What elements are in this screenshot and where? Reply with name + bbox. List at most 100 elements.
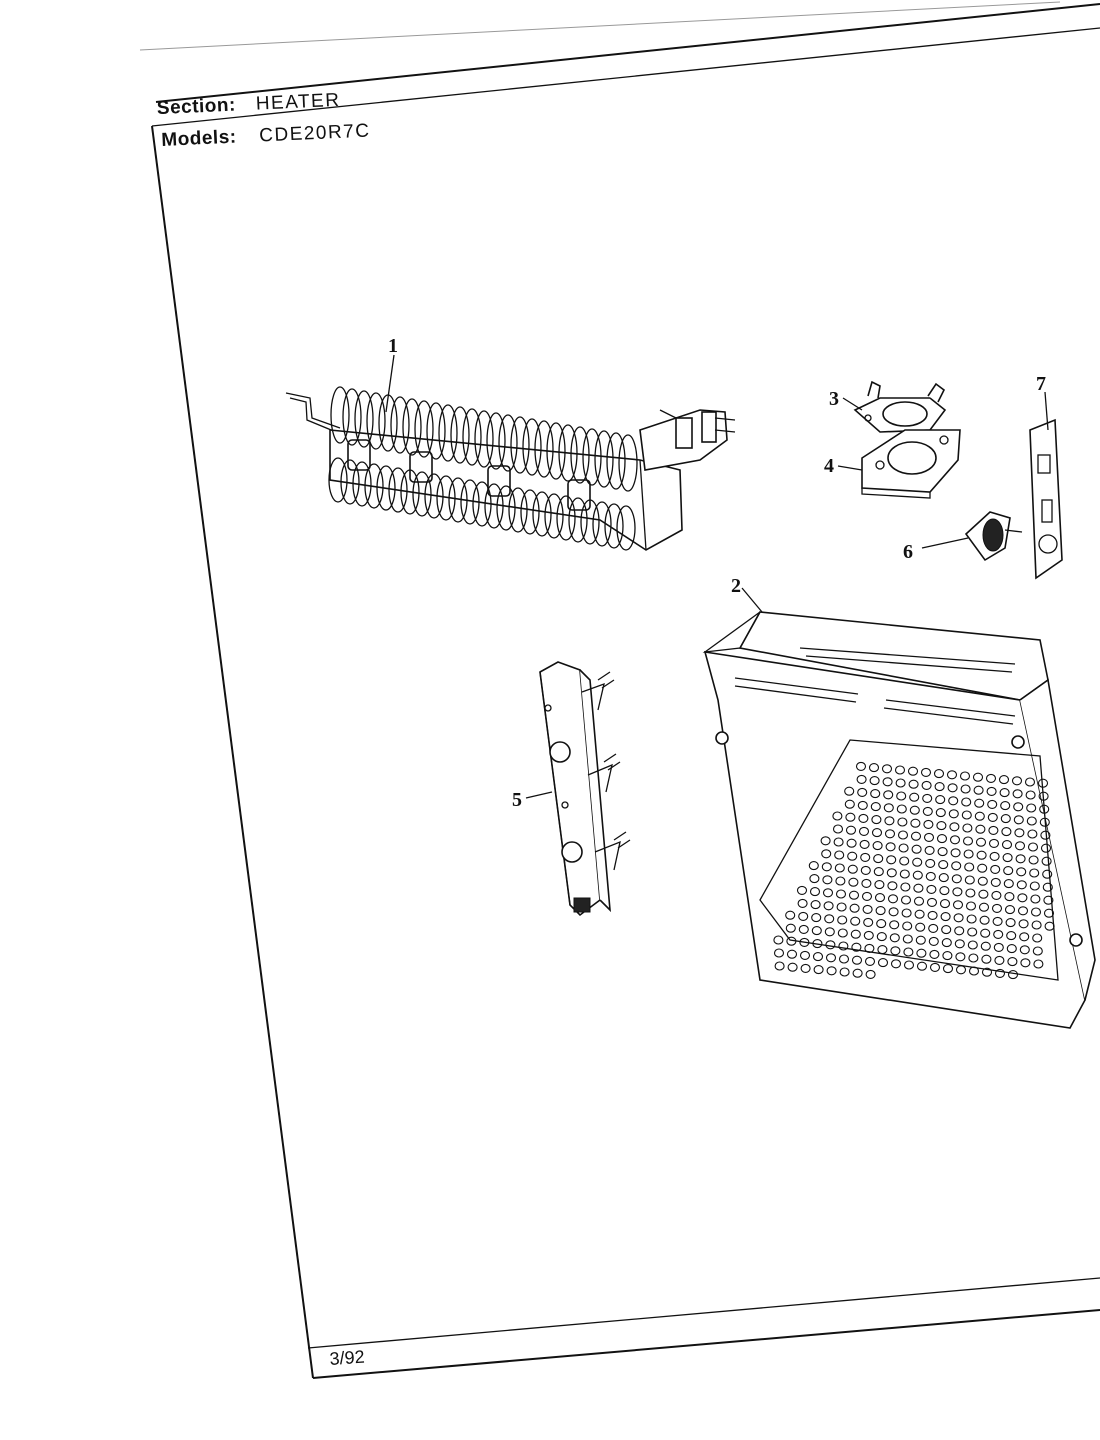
grille-hole <box>897 817 908 827</box>
grille-hole <box>1002 853 1013 863</box>
grille-hole <box>1026 803 1037 813</box>
grille-hole <box>963 849 974 859</box>
grille-hole <box>785 923 796 933</box>
grille-hole <box>976 850 987 860</box>
grille-hole <box>884 829 896 839</box>
grille-hole <box>923 832 935 842</box>
grille-hole <box>939 899 951 909</box>
grille-hole <box>1004 892 1015 902</box>
grille-hole <box>922 793 933 803</box>
grille-hole <box>968 953 979 963</box>
grille-hole <box>875 906 886 916</box>
grille-hole <box>1027 829 1038 839</box>
grille-hole <box>1000 801 1011 811</box>
grille-hole <box>977 863 988 873</box>
grille-hole <box>934 782 945 792</box>
grille-hole <box>989 851 1000 861</box>
grille-hole <box>942 951 953 961</box>
grille-hole <box>902 921 913 931</box>
grille-hole <box>884 816 895 826</box>
grille-hole <box>967 927 978 937</box>
grille-hole <box>877 958 889 968</box>
grille-hole <box>811 913 822 923</box>
grille-hole <box>1016 880 1027 890</box>
grille-hole <box>912 870 923 880</box>
grille-hole <box>913 896 925 906</box>
grille-hole <box>870 789 881 799</box>
grille-hole <box>950 848 961 858</box>
page-edge-line <box>139 1 1061 51</box>
grille-hole <box>933 769 945 779</box>
grille-hole <box>1000 814 1011 824</box>
grille-hole <box>800 963 811 973</box>
grille-hole <box>1043 895 1054 905</box>
grille-hole <box>845 812 856 822</box>
grille-hole <box>993 929 1004 939</box>
grille-hole <box>865 969 876 979</box>
frame-left-line <box>151 125 314 1379</box>
grille-hole <box>928 936 939 946</box>
grille-hole <box>979 915 990 925</box>
grille-hole <box>1017 893 1028 903</box>
grille-hole <box>1019 932 1030 942</box>
models-value: CDE20R7C <box>259 120 371 146</box>
callout-3-leader <box>842 397 863 411</box>
grille-hole <box>1044 921 1055 931</box>
grille-hole <box>872 841 883 851</box>
frame-top-inner-line <box>151 27 1100 127</box>
grille-hole <box>973 785 984 795</box>
grille-hole <box>848 890 860 900</box>
part-4-bracket <box>861 429 961 499</box>
grille-hole <box>810 900 821 910</box>
grille-hole <box>896 804 907 814</box>
grille-hole <box>929 949 940 959</box>
callout-7-leader <box>1044 391 1049 431</box>
grille-hole <box>1043 908 1055 918</box>
grille-hole <box>954 939 965 949</box>
grille-hole <box>773 948 785 958</box>
grille-hole <box>924 845 935 855</box>
grille-hole <box>916 961 928 971</box>
grille-hole <box>936 834 948 844</box>
grille-hole <box>813 965 824 975</box>
grille-hole <box>927 910 938 920</box>
grille-hole <box>941 925 952 935</box>
grille-hole <box>886 855 897 865</box>
grille-hole <box>859 839 870 849</box>
grille-hole <box>837 928 848 938</box>
grille-hole <box>1007 970 1019 980</box>
grille-hole <box>846 838 857 848</box>
grille-hole <box>1024 777 1036 787</box>
grille-hole <box>887 881 898 891</box>
grille-hole <box>1032 933 1043 943</box>
grille-hole <box>911 844 922 854</box>
grille-hole <box>809 887 821 897</box>
grille-hole <box>1028 855 1039 865</box>
grille-hole <box>824 914 835 924</box>
grille-hole <box>851 955 863 965</box>
grille-hole <box>845 825 857 835</box>
grille-hole <box>832 824 844 834</box>
grille-hole <box>1037 778 1049 788</box>
upper-coil-row <box>330 386 638 492</box>
grille-hole <box>786 936 797 946</box>
grille-hole <box>1039 817 1050 827</box>
grille-hole <box>898 843 909 853</box>
grille-hole <box>871 828 883 838</box>
grille-hole <box>847 851 858 861</box>
grille-hole <box>833 837 844 847</box>
grille-hole <box>928 923 939 933</box>
grille-hole <box>889 933 900 943</box>
grille-hole <box>993 942 1004 952</box>
grille-hole <box>890 946 901 956</box>
grille-hole <box>980 941 991 951</box>
grille-hole <box>888 907 899 917</box>
grille-hole <box>839 967 850 977</box>
grille-hole <box>852 968 863 978</box>
lower-coil-row <box>328 457 636 551</box>
grille-hole <box>850 929 861 939</box>
grille-hole <box>955 965 967 975</box>
grille-hole <box>907 766 919 776</box>
grille-hole <box>987 812 998 822</box>
